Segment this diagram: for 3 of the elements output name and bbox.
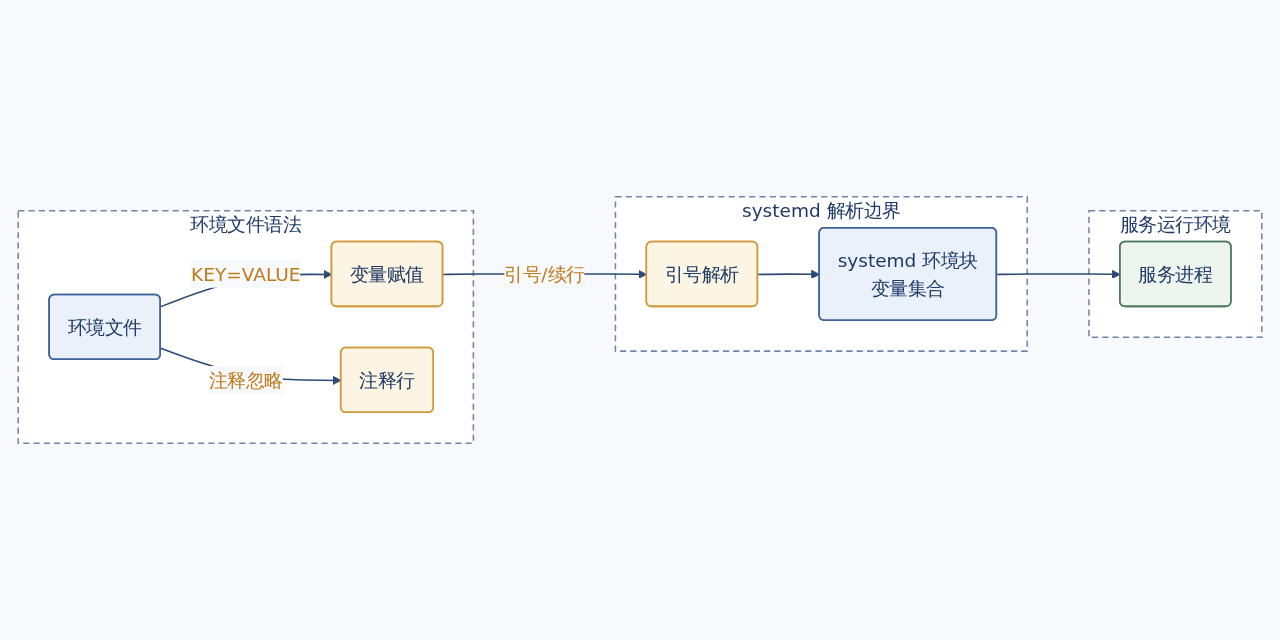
edge-label: 注释忽略: [208, 369, 283, 391]
edge-label: KEY=VALUE: [191, 263, 301, 285]
edge-label: 引号/续行: [504, 263, 585, 285]
